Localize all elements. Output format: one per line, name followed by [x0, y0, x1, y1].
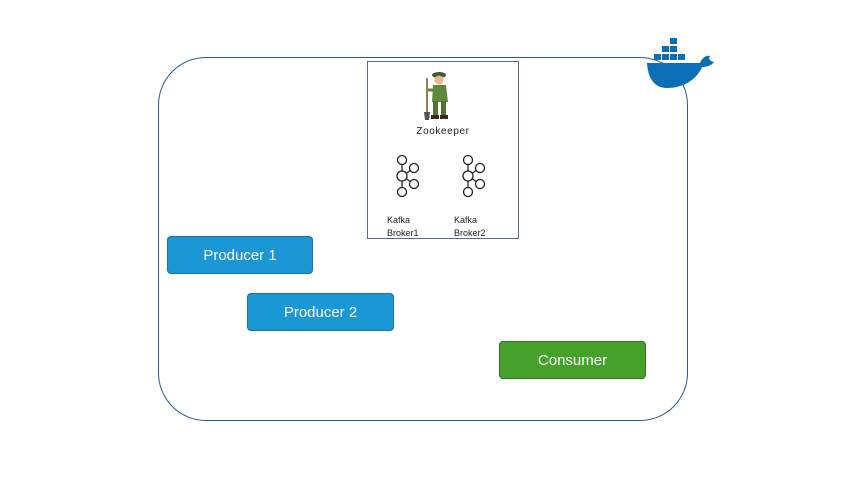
zookeeper-keeper-icon — [424, 72, 448, 120]
zookeeper-label: Zookeeper — [416, 126, 470, 137]
consumer-box: Consumer — [499, 341, 646, 379]
producer-1-box: Producer 1 — [167, 236, 313, 274]
producer-2-box: Producer 2 — [247, 293, 394, 331]
producer-2-label: Producer 2 — [283, 303, 358, 321]
broker1-label: Kafka Broker1 — [387, 214, 437, 240]
broker2-line2: Broker2 — [454, 228, 486, 238]
kafka-broker-icon — [462, 154, 486, 198]
broker1-line2: Broker1 — [387, 228, 419, 238]
producer-1-label: Producer 1 — [203, 246, 277, 264]
broker2-label: Kafka Broker2 — [454, 214, 504, 240]
broker1-line1: Kafka — [387, 215, 411, 225]
kafka-broker-icon — [396, 154, 420, 198]
kafka-cluster-panel: Zookeeper Kafka Broker1 — [367, 61, 519, 239]
docker-whale-icon — [647, 38, 714, 88]
broker2-line1: Kafka — [454, 215, 478, 225]
consumer-label: Consumer — [537, 351, 608, 369]
